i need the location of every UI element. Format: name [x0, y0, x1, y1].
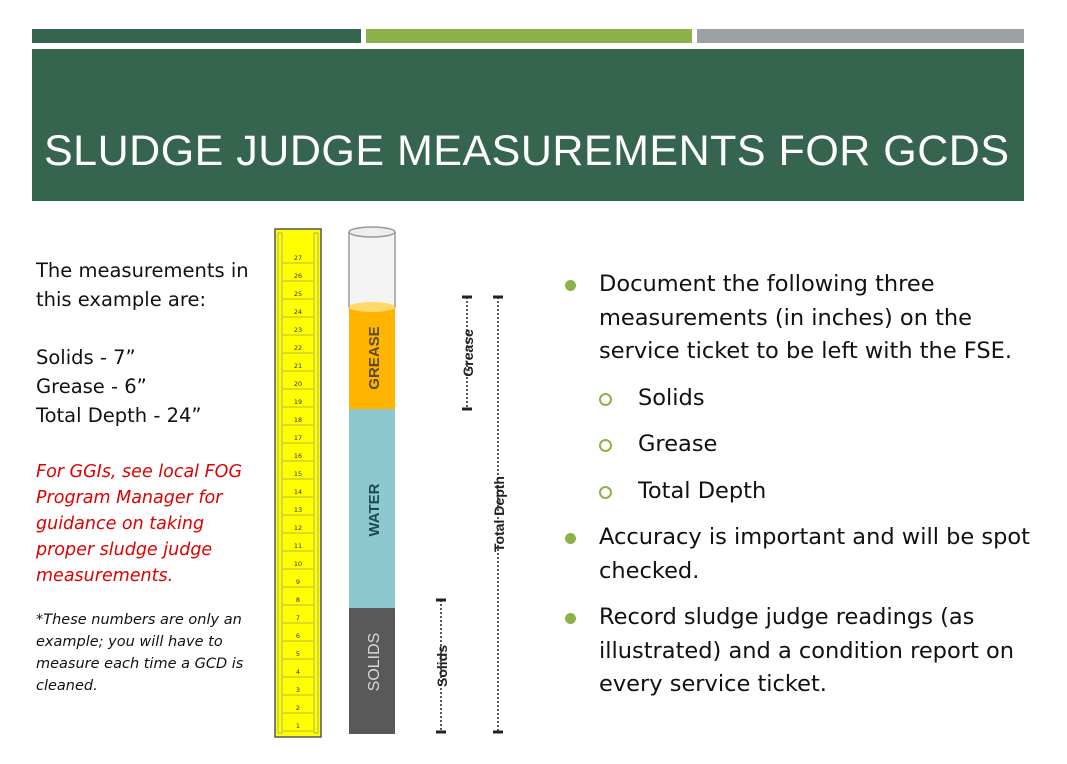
- ruler-tick-label: 9: [296, 578, 300, 586]
- ruler-tick-label: 20: [294, 380, 302, 388]
- ruler-tick-label: 22: [294, 344, 302, 352]
- ruler-tick-label: 2: [296, 704, 300, 712]
- accent-bar-dark-green: [32, 29, 361, 43]
- slide-title: SLUDGE JUDGE MEASUREMENTS FOR GCDS: [44, 127, 1010, 175]
- bullet-text: Record sludge judge readings (as illustr…: [599, 604, 1014, 697]
- solids-layer: [349, 608, 395, 734]
- ruler-tick-label: 15: [294, 470, 302, 478]
- bullet-text: Document the following three measurement…: [599, 271, 1013, 364]
- ruler-tick-label: 18: [294, 416, 302, 424]
- value-total-depth: Total Depth - 24”: [36, 404, 202, 427]
- left-column: The measurements in this example are: So…: [36, 256, 251, 697]
- grease-layer-label: GREASE: [366, 326, 383, 389]
- ruler-tick-label: 12: [294, 524, 302, 532]
- value-solids: Solids - 7”: [36, 346, 136, 369]
- bullet-text: Accuracy is important and will be spot c…: [599, 524, 1030, 584]
- solids-measure-label: Solids: [434, 645, 450, 687]
- subitem-grease: Grease: [562, 428, 1032, 462]
- ruler-tick-label: 11: [294, 542, 302, 550]
- ruler-tick-label: 24: [294, 308, 302, 316]
- ruler-tick-label: 13: [294, 506, 302, 514]
- total-depth-measure: [493, 295, 503, 734]
- sludge-judge-tube: GREASE WATER SOLIDS: [348, 226, 396, 734]
- water-layer-label: WATER: [366, 483, 383, 536]
- accent-bar-gray: [697, 29, 1024, 43]
- grease-measure: [462, 295, 472, 411]
- title-band: SLUDGE JUDGE MEASUREMENTS FOR GCDS: [32, 49, 1024, 201]
- right-column: Document the following three measurement…: [562, 268, 1032, 702]
- ruler-tick-label: 3: [296, 686, 300, 694]
- tube-empty-section: [348, 231, 396, 308]
- subitem-total-depth: Total Depth: [562, 475, 1032, 509]
- ruler-tick-label: 21: [294, 362, 302, 370]
- ruler-tick-label: 14: [294, 488, 302, 496]
- grease-measure-label: Grease: [460, 329, 476, 377]
- solids-measure: [436, 598, 446, 734]
- subitem-label: Solids: [638, 384, 705, 411]
- water-layer: [349, 409, 395, 608]
- ruler-tick-label: 10: [294, 560, 302, 568]
- accent-bar-light-green: [366, 29, 692, 43]
- ruler-tick-label: 23: [294, 326, 302, 334]
- subitem-label: Grease: [638, 431, 718, 457]
- ruler-tick-label: 1: [296, 722, 300, 730]
- ruler-tick-label: 17: [294, 434, 302, 442]
- ruler-tick-group: 1234567891011121314151617181920212223242…: [283, 254, 313, 732]
- total-depth-measure-label: Total Depth: [491, 476, 507, 552]
- ruler-tick-label: 4: [296, 668, 300, 676]
- footnote: *These numbers are only an example; you …: [36, 612, 244, 694]
- ruler-tick-label: 8: [296, 596, 300, 604]
- ruler-left-rail: [277, 232, 283, 734]
- grease-surface: [349, 302, 395, 312]
- tube-top-rim: [348, 226, 396, 238]
- ruler-tick-label: 5: [296, 650, 300, 658]
- ring-bullet-icon: [599, 392, 612, 406]
- bullet-dot-icon: [565, 280, 576, 291]
- ruler-tick-label: 27: [294, 254, 302, 262]
- ruler-tick-label: 19: [294, 398, 302, 406]
- ruler-right-rail: [313, 232, 319, 734]
- example-values: Solids - 7” Grease - 6” Total Depth - 24…: [36, 343, 251, 430]
- bullet-accuracy: Accuracy is important and will be spot c…: [562, 521, 1032, 588]
- ruler-tick-label: 25: [294, 290, 302, 298]
- value-grease: Grease - 6”: [36, 375, 147, 398]
- bullet-dot-icon: [565, 533, 576, 544]
- ring-bullet-icon: [599, 485, 612, 499]
- measuring-ruler: 1234567891011121314151617181920212223242…: [274, 228, 322, 738]
- subitem-solids: Solids: [562, 382, 1032, 416]
- ruler-tick-label: 26: [294, 272, 302, 280]
- ruler-tick-label: 7: [296, 614, 300, 622]
- ggi-note: For GGIs, see local FOG Program Manager …: [36, 462, 243, 586]
- ruler-body: [274, 228, 322, 738]
- ruler-tick-label: 16: [294, 452, 302, 460]
- intro-text: The measurements in this example are:: [36, 259, 249, 311]
- grease-layer: [349, 307, 395, 409]
- bullet-document: Document the following three measurement…: [562, 268, 1032, 369]
- solids-layer-label: SOLIDS: [366, 633, 383, 692]
- subitem-label: Total Depth: [638, 477, 767, 504]
- bullet-record: Record sludge judge readings (as illustr…: [562, 601, 1032, 702]
- bullet-dot-icon: [565, 613, 576, 624]
- ruler-tick-label: 6: [296, 632, 300, 640]
- ring-bullet-icon: [599, 439, 612, 452]
- sludge-judge-diagram: 1234567891011121314151617181920212223242…: [274, 226, 507, 738]
